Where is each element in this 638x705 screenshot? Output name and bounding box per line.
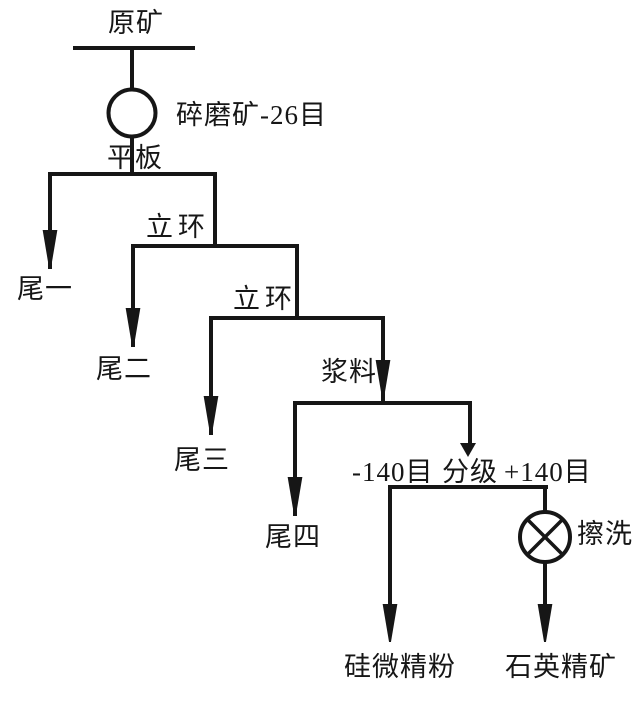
feed-line-top — [73, 46, 195, 50]
arrow-down-icon — [537, 604, 553, 642]
arrow-down-icon — [125, 308, 141, 346]
label-classifier: 分级 — [442, 457, 498, 487]
separator-bar-stage4 — [293, 401, 472, 405]
silica-product-line — [388, 485, 392, 606]
label-ring-2: 立环 — [233, 284, 297, 314]
label-tail-4: 尾四 — [265, 522, 321, 552]
label-minus-140-mesh: -140目 — [352, 457, 434, 487]
label-tail-1: 尾一 — [17, 274, 73, 304]
feed-line-mill-to-stage1 — [130, 137, 134, 176]
label-scrubber: 擦洗 — [577, 519, 633, 549]
tail1-line — [48, 172, 52, 269]
arrow-down-icon — [203, 396, 219, 434]
stage1-to-stage2-line — [213, 172, 217, 248]
label-slurry: 浆料 — [321, 357, 377, 387]
label-product-quartz-concentrate: 石英精矿 — [505, 652, 617, 682]
label-raw-ore: 原矿 — [108, 8, 164, 38]
label-flat-plate: 平板 — [107, 143, 163, 173]
scrubber-in-line — [543, 485, 547, 513]
arrow-down-icon — [460, 443, 476, 457]
separator-bar-stage1 — [48, 172, 217, 176]
stage2-to-stage3-line — [295, 244, 299, 320]
mill-circle-icon — [106, 87, 158, 144]
arrow-down-icon — [375, 360, 391, 398]
tail2-line — [131, 244, 135, 347]
separator-bar-stage2 — [131, 244, 299, 248]
arrow-down-icon — [42, 230, 58, 268]
label-mill: 碎磨矿-26目 — [176, 100, 327, 130]
arrow-down-icon — [382, 604, 398, 642]
tail3-line — [209, 316, 213, 435]
label-ring-1: 立环 — [146, 212, 210, 242]
label-tail-3: 尾三 — [174, 445, 230, 475]
separator-bar-stage3 — [209, 316, 385, 320]
classifier-feed-line — [468, 401, 472, 445]
label-product-silica-powder: 硅微精粉 — [344, 652, 456, 682]
feed-line-into-mill — [130, 46, 134, 89]
arrow-down-icon — [287, 477, 303, 515]
classifier-split-bar — [388, 485, 548, 489]
tail4-line — [293, 401, 297, 516]
scrubber-out-line — [543, 561, 547, 606]
label-plus-140-mesh: +140目 — [504, 457, 592, 487]
label-tail-2: 尾二 — [96, 354, 152, 384]
